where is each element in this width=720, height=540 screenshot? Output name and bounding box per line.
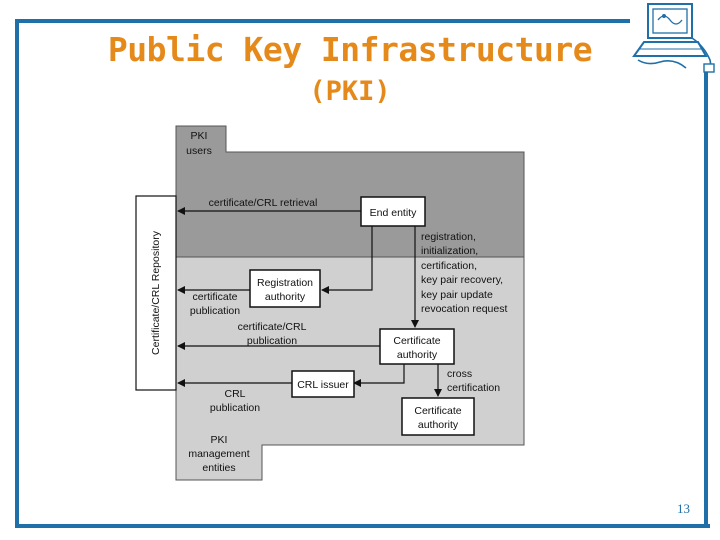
ca-to-crl-issuer-arrow xyxy=(353,364,405,387)
end-entity-box xyxy=(360,196,426,227)
pki-management-label-line: PKI xyxy=(211,434,228,446)
certificate-authority-box xyxy=(379,328,455,365)
slide-frame-bottom xyxy=(15,524,710,528)
certificate-crl-publication-label: certificate/CRL xyxy=(238,321,307,333)
certificate-authority-box xyxy=(401,397,475,436)
pki-management-label-line: entities xyxy=(202,462,235,474)
certificate-crl-publication-label: publication xyxy=(247,335,297,347)
registration-authority-box xyxy=(249,269,321,308)
certificate-publication-label: publication xyxy=(190,305,240,317)
management-functions-label: revocation request xyxy=(421,303,507,315)
repository-label: Certificate/CRL Repository xyxy=(150,230,162,355)
certificate-authority-label: authority xyxy=(418,419,459,431)
crl-publication-label: CRL xyxy=(224,388,245,400)
slide-frame-right xyxy=(704,72,708,528)
retrieval-label: certificate/CRL retrieval xyxy=(209,197,318,209)
cross-certification-label: certification xyxy=(447,382,500,394)
pki-management-label-line: management xyxy=(188,448,249,460)
slide-title: Public Key Infrastructure xyxy=(107,30,593,69)
registration-authority-label: authority xyxy=(265,291,306,303)
slide-frame-left xyxy=(15,19,19,528)
cross-certification-label: cross xyxy=(447,368,472,380)
end-entity-to-ra-arrow xyxy=(321,226,373,294)
crl-issuer-box xyxy=(291,370,355,398)
certificate-authority-label: Certificate xyxy=(393,335,440,347)
crl-publication-label: publication xyxy=(210,402,260,414)
certificate-crl-repository xyxy=(135,195,177,391)
slide-frame-top xyxy=(15,19,630,23)
management-functions-label: registration, xyxy=(421,231,476,243)
page-number: 13 xyxy=(677,501,690,516)
management-functions-label: key pair update xyxy=(421,289,493,301)
slide-title-acronym: (PKI) xyxy=(309,76,391,103)
management-functions-label: initialization, xyxy=(421,245,478,257)
certificate-authority-label: authority xyxy=(397,349,438,361)
crl-issuer-label: CRL issuer xyxy=(297,379,349,391)
computer-icon xyxy=(632,3,715,73)
registration-authority-label: Registration xyxy=(257,277,313,289)
management-functions-label: key pair recovery, xyxy=(421,274,503,286)
pki-users-label-line: PKI xyxy=(191,130,208,142)
management-functions-label: certification, xyxy=(421,260,477,272)
certificate-publication-label: certificate xyxy=(193,291,238,303)
end-entity-label: End entity xyxy=(370,207,417,219)
certificate-authority-label: Certificate xyxy=(414,405,461,417)
pki-users-label-line: users xyxy=(186,145,212,157)
